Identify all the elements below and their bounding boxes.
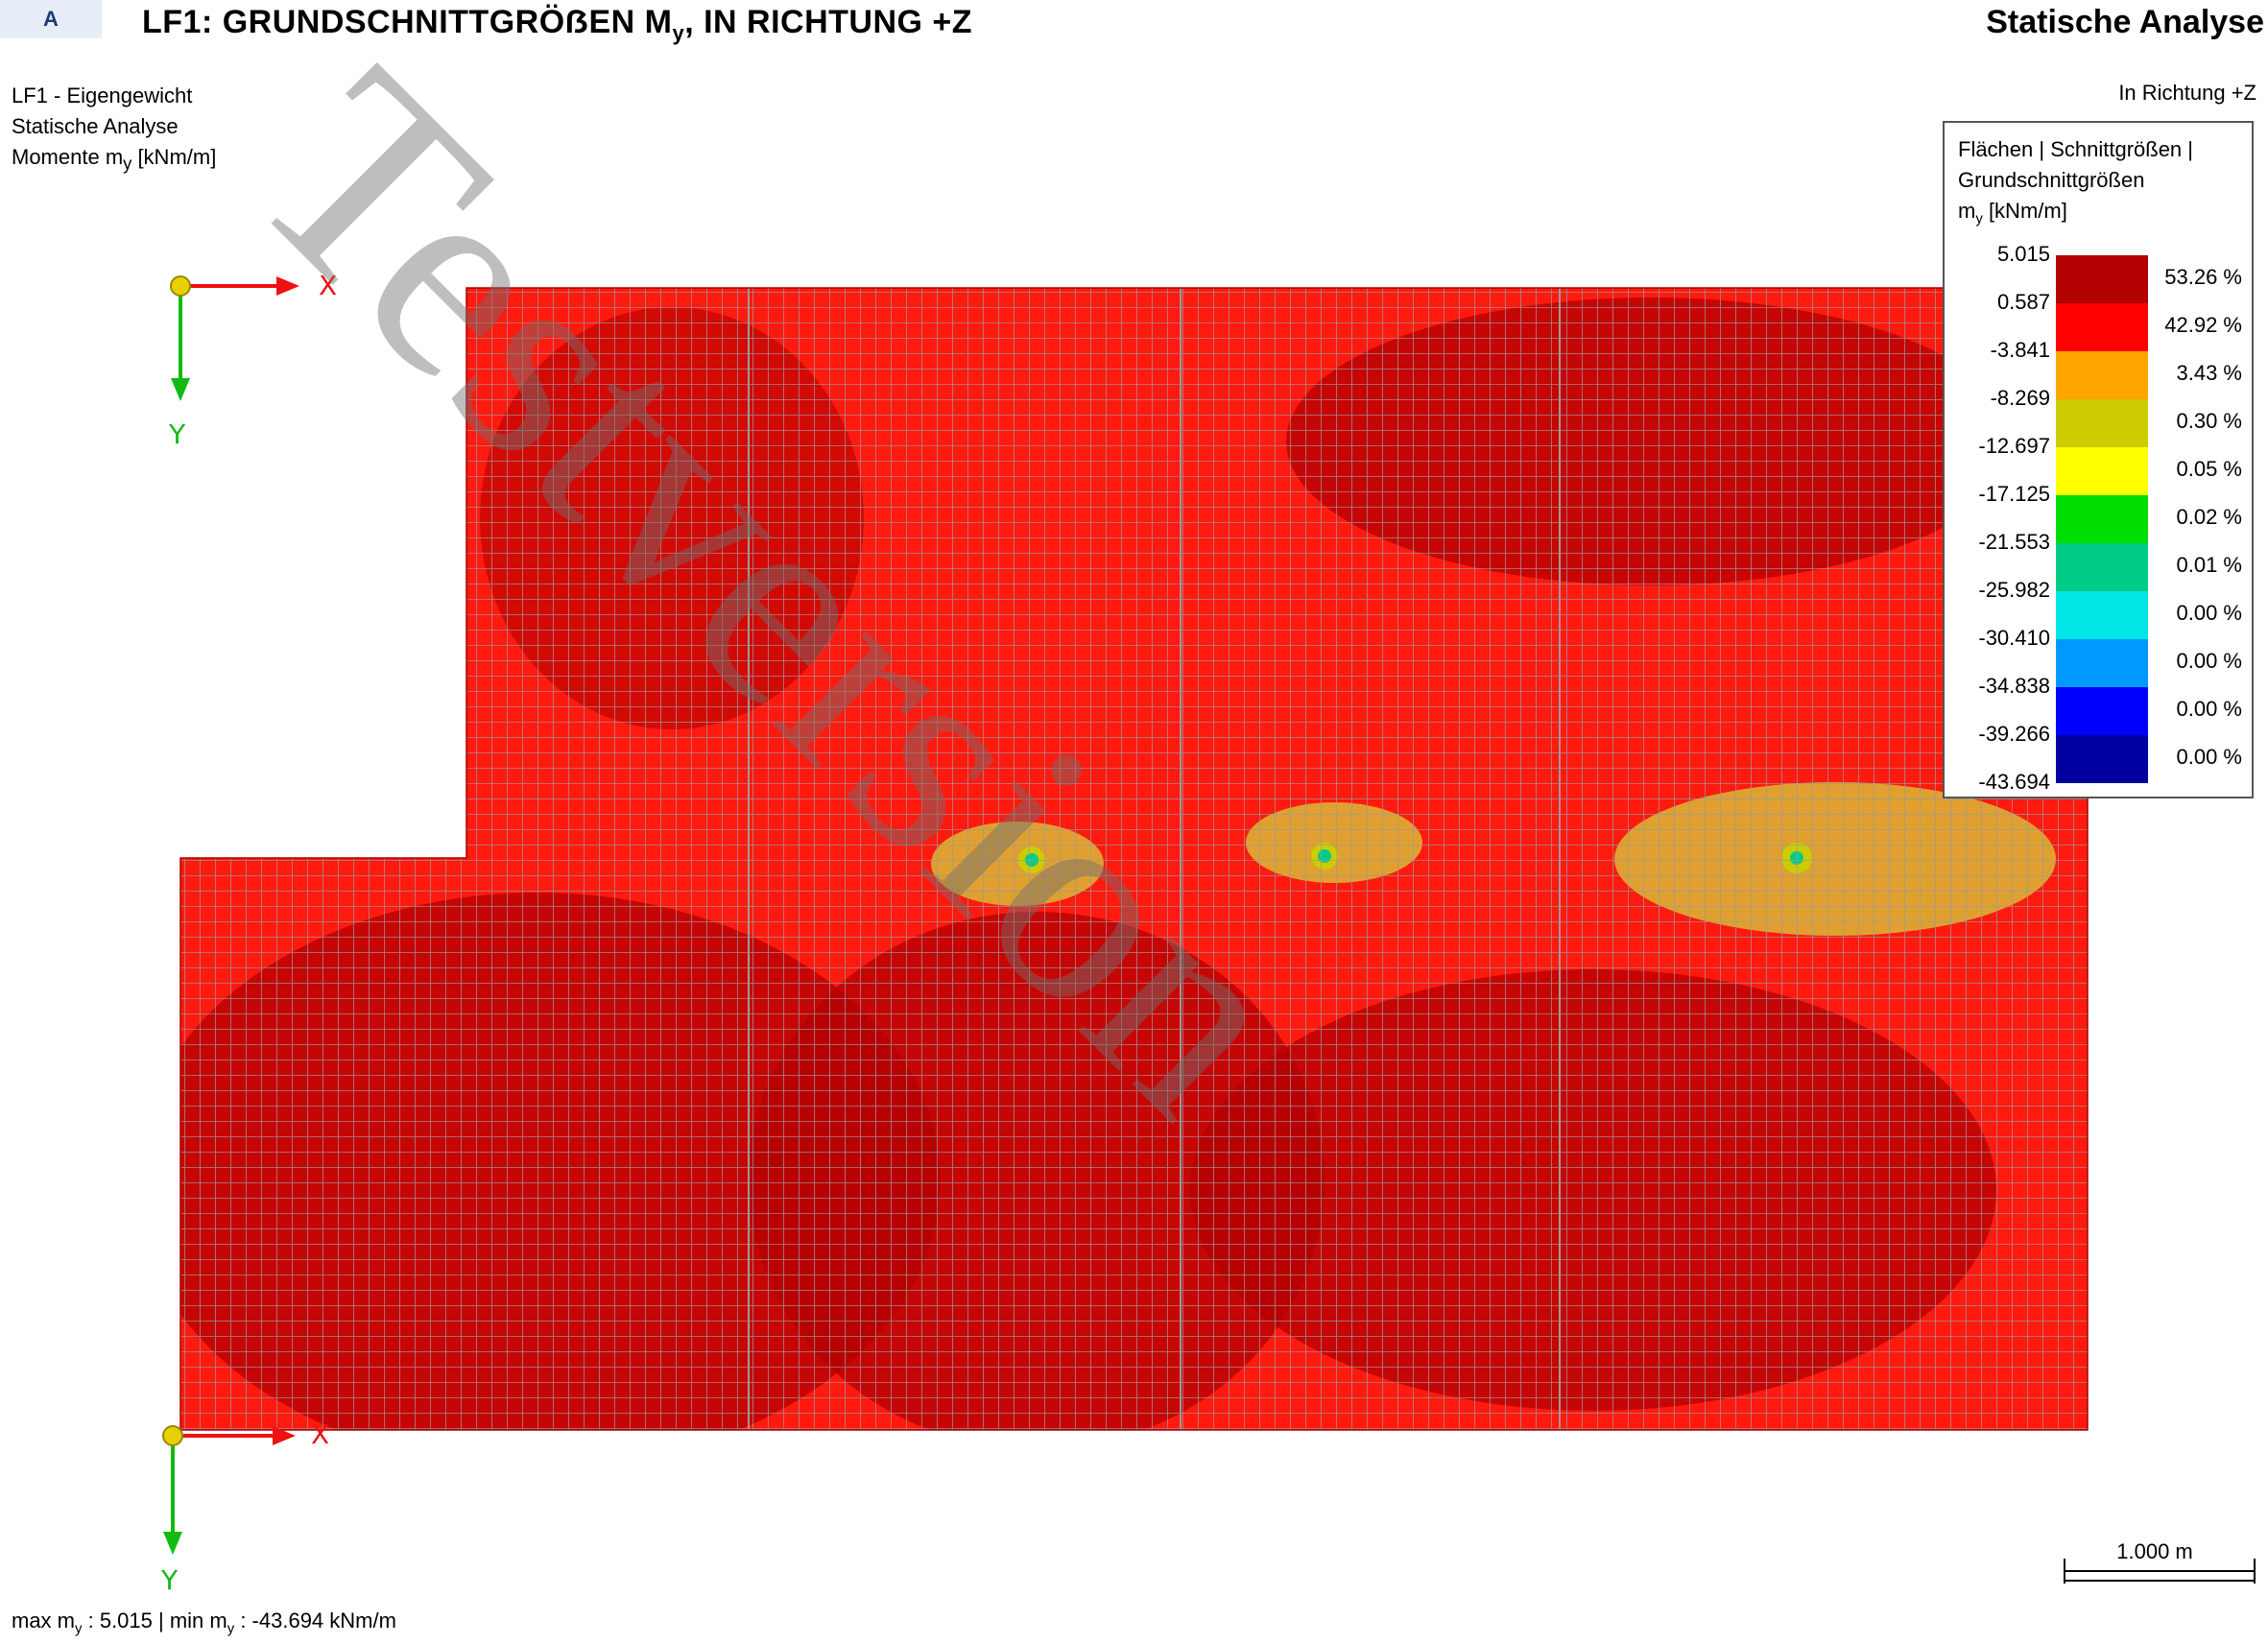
legend-percentage: 42.92 % [2164,313,2242,337]
y-axis-label: Y [168,418,186,450]
legend-header: Flächen | Schnittgrößen | Grundschnittgr… [1958,134,2193,234]
max-subscript: y [75,1620,83,1637]
title-main: LF1: GRUNDSCHNITTGRÖẞEN M [142,4,673,40]
legend-color-band [2056,255,2148,303]
legend-color-band [2056,687,2148,735]
legend-color-band [2056,639,2148,687]
max-value: : 5.015 | min m [82,1608,227,1632]
legend-color-band [2056,399,2148,447]
header-bar: A LF1: GRUNDSCHNITTGRÖẞEN My, IN RICHTUN… [0,0,2268,48]
title-rest: , IN RICHTUNG +Z [684,4,973,40]
analysis-title: Statische Analyse [1986,4,2264,40]
legend-percentage: 0.00 % [2176,745,2243,769]
legend-percentage: 0.02 % [2176,505,2243,529]
mesh-lines [748,288,1561,1430]
legend-color-band [2056,543,2148,591]
x-axis-label: X [319,270,337,301]
legend-color-band [2056,495,2148,543]
local-x-label: X [311,1418,329,1450]
legend-color-band [2056,591,2148,639]
legend-tick-label: -39.266 [1978,722,2050,746]
legend-percentage: 0.00 % [2176,697,2243,721]
legend-color-band [2056,303,2148,351]
legend-tick-label: -43.694 [1978,770,2050,794]
result-label: Momente m [12,145,124,169]
max-label: max m [12,1608,75,1632]
legend-color-band [2056,447,2148,495]
legend-panel: Flächen | Schnittgrößen | Grundschnittgr… [1943,121,2254,798]
scale-line [2064,1580,2256,1582]
result-unit: [kNm/m] [131,145,217,169]
legend-tick-label: -8.269 [1990,386,2050,410]
result-type-label: Momente my [kNm/m] [12,142,216,179]
loadcase-label: LF1 - Eigengewicht [12,83,193,107]
legend-unit: [kNm/m] [1982,199,2067,223]
min-max-summary: max my : 5.015 | min my : -43.694 kNm/m [12,1608,396,1636]
fe-mesh [180,288,2088,1430]
legend-percentage: 0.30 % [2176,409,2243,433]
direction-label: In Richtung +Z [2118,81,2256,105]
local-y-label: Y [160,1564,179,1596]
legend-tick-label: 5.015 [1996,242,2050,266]
min-value: : -43.694 kNm/m [234,1608,396,1632]
title-subscript: y [672,20,685,45]
legend-color-band [2056,735,2148,783]
global-axes-top: X Y [168,270,337,450]
legend-tick-label: -21.553 [1978,530,2050,554]
legend-tick-label: 0.587 [1996,290,2050,314]
legend-tick-label: -25.982 [1978,578,2050,602]
legend-unit-subscript: y [1975,210,1983,227]
slab-surface [180,288,2088,1430]
result-subscript: y [123,153,132,174]
page-badge: A [0,0,102,38]
legend-percentage: 0.00 % [2176,601,2243,625]
analysis-type-label: Statische Analyse [12,114,179,138]
legend-tick-label: -34.838 [1978,674,2050,698]
local-axes-bottom: X Y [160,1418,329,1596]
legend-percentage: 3.43 % [2176,361,2243,385]
legend-tick-label: -17.125 [1978,482,2050,506]
legend-percentage: 0.00 % [2176,649,2243,673]
legend-percentage: 0.01 % [2176,553,2243,577]
legend-heading-3: my [kNm/m] [1958,196,2193,234]
page-title: LF1: GRUNDSCHNITTGRÖẞEN My, IN RICHTUNG … [142,4,972,46]
scale-label: 1.000 m [2116,1539,2193,1563]
legend-unit-symbol: m [1958,199,1976,223]
legend-tick-label: -3.841 [1990,338,2050,362]
legend-color-band [2056,351,2148,399]
scale-line [2064,1570,2256,1572]
legend-tick-label: -12.697 [1978,434,2050,458]
legend-percentage: 53.26 % [2164,265,2242,289]
scale-bar: 1.000 m [2054,1526,2256,1593]
min-subscript: y [227,1620,235,1637]
legend-heading-1: Flächen | Schnittgrößen | [1958,137,2193,161]
legend-percentage: 0.05 % [2176,457,2243,481]
scale-tick [2254,1559,2256,1584]
scale-tick [2064,1559,2065,1584]
result-info: LF1 - Eigengewicht Statische Analyse Mom… [12,81,216,179]
legend-heading-2: Grundschnittgrößen [1958,168,2145,192]
legend-tick-label: -30.410 [1978,626,2050,650]
